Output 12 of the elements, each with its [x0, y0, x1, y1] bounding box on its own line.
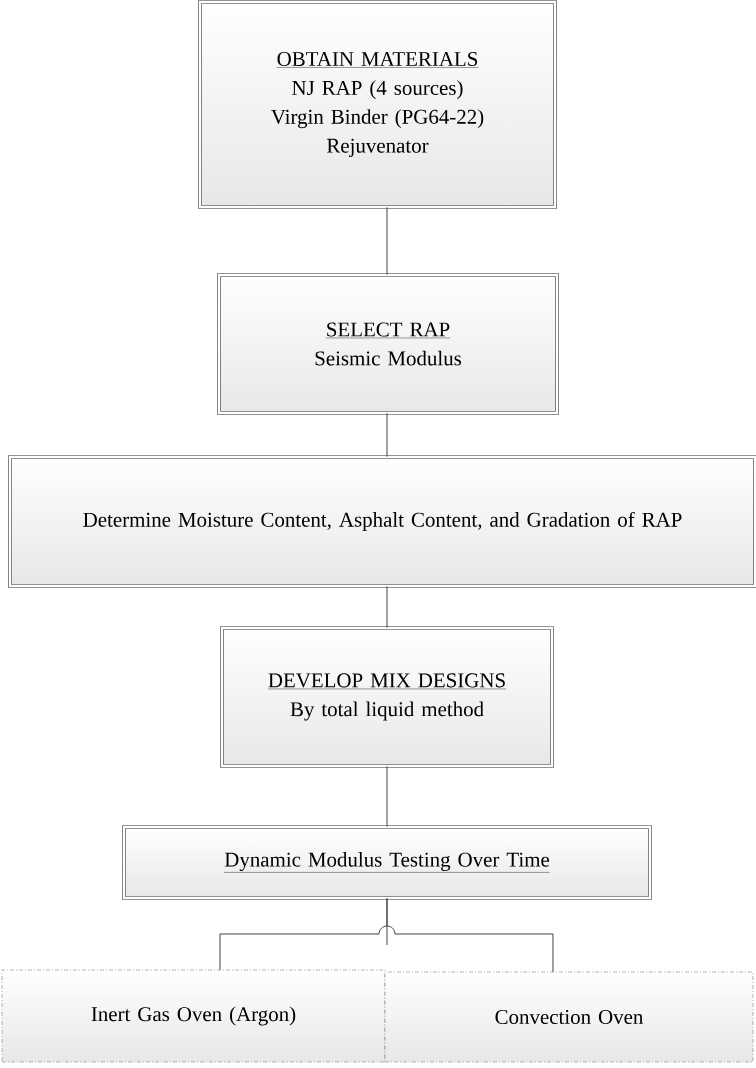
process-box: OBTAIN MATERIALS NJ RAP (4 sources) Virgin Binder (PG64-22) Rejuvenator: [198, 0, 557, 209]
connector-line: [386, 897, 554, 973]
process-box: Determine Moisture Content, Asphalt Content, and Gradation of RAP: [8, 455, 756, 588]
process-box: SELECT RAP Seismic Modulus: [217, 273, 559, 415]
oven-box: Inert Gas Oven (Argon): [1, 969, 386, 1063]
connector-line: [386, 206, 388, 276]
process-box: DEVELOP MIX DESIGNS By total liquid method: [220, 626, 554, 768]
connector-line: [386, 412, 388, 458]
connector-line: [386, 585, 388, 629]
connector-line: [386, 765, 388, 828]
oven-box: Convection Oven: [384, 971, 754, 1063]
process-box: Dynamic Modulus Testing Over Time: [122, 825, 652, 900]
